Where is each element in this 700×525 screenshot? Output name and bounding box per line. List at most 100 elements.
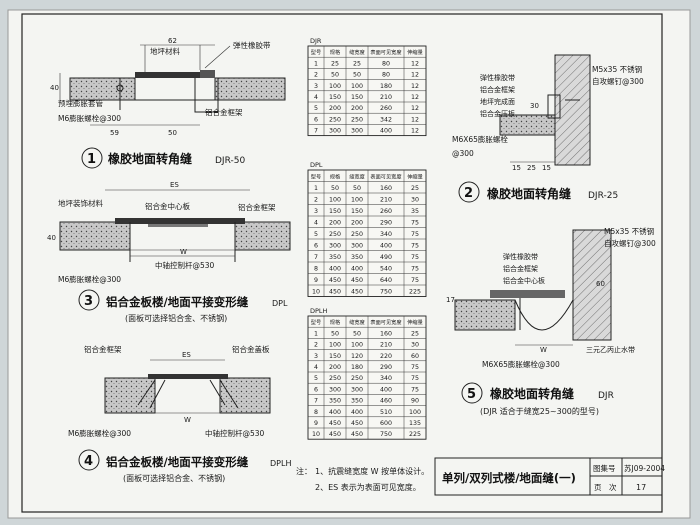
d3-dim-side: 40: [47, 234, 56, 242]
table-cell: 75: [411, 277, 419, 284]
table-cell: 400: [380, 243, 392, 250]
d3-label-surface: 地坪装饰材料: [58, 198, 103, 208]
table-cell: 4: [314, 94, 318, 101]
d5-label-rubber: 弹性橡胶带: [503, 252, 538, 261]
table-cell: 300: [329, 386, 341, 393]
table-cell: 120: [351, 353, 363, 360]
table-cell: 450: [329, 289, 341, 296]
table-cell: 25: [353, 60, 361, 67]
table-cell: 90: [411, 398, 419, 405]
d1-dim-top: 62: [168, 37, 177, 45]
d4-es: ES: [182, 351, 191, 359]
d5-label-screw: M5x35 不锈钢: [604, 226, 654, 236]
d1-dim-b: 50: [168, 129, 177, 137]
table-cell: 50: [353, 72, 361, 79]
d2-label-frame: 铝合金框架: [480, 85, 515, 94]
table-cell: 6: [314, 386, 318, 393]
d2-dim-a: 15: [512, 164, 521, 172]
table-cell: 9: [314, 420, 318, 427]
table-cell: 4: [314, 220, 318, 227]
d3-label-bolt: M6膨胀螺栓@300: [58, 274, 121, 284]
d4-label-frame: 铝合金框架: [84, 344, 122, 354]
table-cell: 460: [380, 398, 392, 405]
d3-title: 铝合金板楼/地面平接变形缝: [106, 295, 249, 309]
table-cell: 200: [329, 364, 341, 371]
table-header-cell: 缝宽度: [349, 173, 365, 181]
table-cell: 12: [411, 116, 419, 123]
table-header-cell: 型号: [311, 318, 321, 326]
d2-label-spacing: @300: [452, 149, 474, 158]
detail-2: M5x35 不锈钢 自攻螺钉@300 弹性橡胶带 铝合金框架 地坪完成面 铝合金…: [452, 54, 644, 203]
table-cell: 2: [314, 342, 318, 349]
table-cell: 25: [411, 185, 419, 192]
table-cell: 210: [380, 197, 392, 204]
d3-code: DPL: [272, 299, 288, 308]
table-cell: 250: [329, 231, 341, 238]
table-cell: 400: [351, 409, 363, 416]
table-cell: 4: [314, 364, 318, 371]
table-cell: 12: [411, 83, 419, 90]
d5-label-screw2: 自攻螺钉@300: [604, 238, 656, 248]
table-cell: 450: [329, 420, 341, 427]
table-cell: 50: [331, 185, 339, 192]
frame-border: [21, 13, 663, 513]
table-cell: 150: [351, 208, 363, 215]
table-cell: 200: [351, 105, 363, 112]
table-cell: 3: [314, 208, 318, 215]
table-cell: 220: [380, 353, 392, 360]
d3-label-rod: 中轴控制杆@530: [155, 260, 215, 270]
table-cell: 30: [411, 342, 419, 349]
table-cell: 250: [351, 231, 363, 238]
page-label: 页 次: [594, 482, 617, 492]
d5-code: DJR: [598, 391, 614, 401]
table-cell: 350: [351, 254, 363, 261]
table-cell: 8: [314, 409, 318, 416]
table-cell: 750: [380, 289, 392, 296]
table-cell: 290: [380, 220, 392, 227]
table-cell: 260: [380, 208, 392, 215]
table-header-cell: 规格: [330, 318, 341, 326]
d5-dim-side: 17: [446, 296, 455, 304]
table-cell: 210: [380, 342, 392, 349]
d2-title: 橡胶地面转角缝: [487, 186, 571, 201]
table-cell: 75: [411, 231, 419, 238]
d3-label-center: 铝合金中心板: [145, 201, 190, 211]
d2-dim-side: 30: [530, 102, 539, 110]
table-cell: 200: [329, 105, 341, 112]
table-cell: 25: [411, 330, 419, 337]
notes-label: 注：: [296, 466, 312, 476]
table-cell: 12: [411, 105, 419, 112]
d2-dim-c: 15: [542, 164, 551, 172]
d3-number: 3: [84, 294, 93, 309]
table-cell: 100: [329, 83, 341, 90]
table-cell: 160: [380, 330, 392, 337]
table-header-cell: 表面可见宽度: [370, 48, 401, 56]
atlas-number: 苏J09-2004: [624, 463, 665, 473]
table-cell: 250: [329, 116, 341, 123]
table-cell: 450: [351, 431, 363, 438]
d1-label-anchor: 预埋膨胀套管: [58, 98, 103, 108]
table-cell: 30: [411, 197, 419, 204]
table-header-cell: 规格: [330, 173, 341, 181]
table-header-cell: 型号: [311, 173, 321, 181]
table-cell: 300: [351, 128, 363, 135]
table-cell: 150: [329, 208, 341, 215]
table-cell: 340: [380, 375, 392, 382]
table-cell: 350: [329, 254, 341, 261]
d1-label-surface: 地坪材料: [150, 46, 180, 56]
d4-label-cover: 铝合金盖板: [232, 344, 270, 354]
d4-label-bolt: M6膨胀螺栓@300: [68, 428, 131, 438]
d5-title: 橡胶地面转角缝: [490, 386, 574, 401]
d5-dim-top: 60: [596, 280, 605, 288]
d4-note: (面板可选择铝合金、不锈钢): [123, 473, 225, 483]
d2-label-bolt: M6X65膨胀螺栓: [452, 134, 508, 144]
d3-es: ES: [170, 181, 179, 189]
table-cell: 100: [351, 83, 363, 90]
table-cell: 5: [314, 105, 318, 112]
d4-label-rod: 中轴控制杆@530: [205, 428, 265, 438]
table-cell: 10: [312, 431, 320, 438]
table-cell: 75: [411, 386, 419, 393]
d5-number: 5: [467, 387, 476, 402]
